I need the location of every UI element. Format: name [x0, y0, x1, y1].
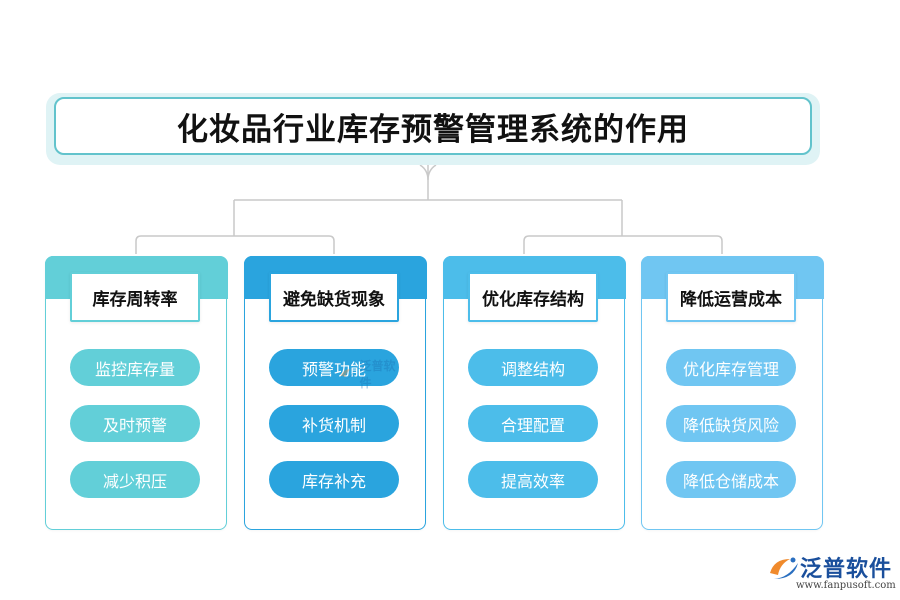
card-item: 预警功能	[269, 349, 399, 386]
connector-right-branch	[523, 235, 723, 254]
card-optimize-structure: 优化库存结构 调整结构 合理配置 提高效率	[442, 255, 626, 530]
card-heading: 优化库存结构	[468, 272, 598, 322]
card-item: 合理配置	[468, 405, 598, 442]
card-item: 库存补充	[269, 461, 399, 498]
card-item: 及时预警	[70, 405, 200, 442]
card-turnover: 库存周转率 监控库存量 及时预警 减少积压	[44, 255, 228, 530]
card-item: 提高效率	[468, 461, 598, 498]
brand-logo: 泛普软件 www.fanpusoft.com	[766, 551, 896, 595]
card-item: 降低仓储成本	[666, 461, 796, 498]
connector-left-branch	[135, 235, 335, 254]
card-heading-label: 优化库存结构	[482, 289, 584, 310]
fanpu-logo-icon	[770, 557, 798, 579]
card-heading: 避免缺货现象	[269, 272, 399, 322]
card-heading: 降低运营成本	[666, 272, 796, 322]
card-item: 调整结构	[468, 349, 598, 386]
card-item: 监控库存量	[70, 349, 200, 386]
connector-trunk-top-curl	[419, 164, 437, 181]
card-avoid-stockout: 避免缺货现象 预警功能 补货机制 库存补充	[243, 255, 427, 530]
card-heading: 库存周转率	[70, 272, 200, 322]
card-heading-label: 避免缺货现象	[283, 289, 385, 310]
card-item: 补货机制	[269, 405, 399, 442]
card-heading-label: 降低运营成本	[680, 289, 782, 310]
card-reduce-cost: 降低运营成本 优化库存管理 降低缺货风险 降低仓储成本	[640, 255, 824, 530]
brand-url: www.fanpusoft.com	[796, 580, 896, 591]
diagram-title: 化妆品行业库存预警管理系统的作用	[177, 111, 689, 148]
card-item: 减少积压	[70, 461, 200, 498]
card-item: 降低缺货风险	[666, 405, 796, 442]
title-frame: 化妆品行业库存预警管理系统的作用	[54, 97, 812, 155]
card-item: 优化库存管理	[666, 349, 796, 386]
card-heading-label: 库存周转率	[92, 289, 178, 310]
brand-name: 泛普软件	[800, 557, 893, 582]
title-banner: 化妆品行业库存预警管理系统的作用	[46, 93, 820, 165]
